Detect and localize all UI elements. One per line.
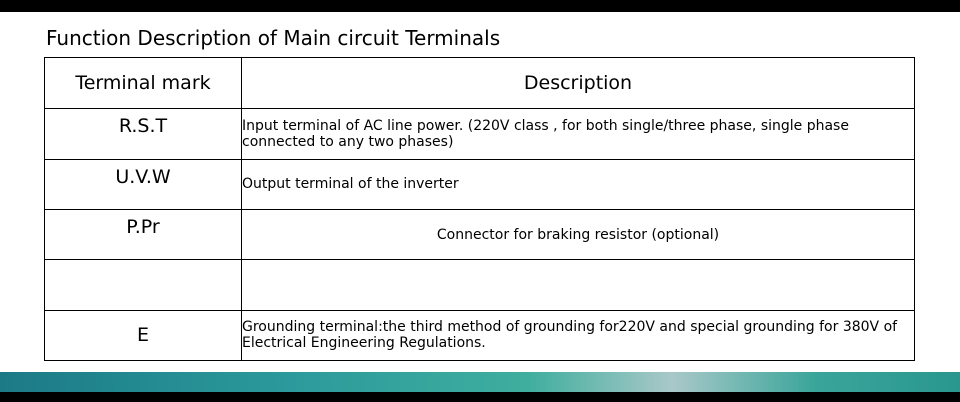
terminal-description-cell: Connector for braking resistor (optional… bbox=[241, 208, 915, 261]
header-description: Description bbox=[241, 56, 915, 110]
table-row bbox=[44, 259, 915, 311]
terminal-description-cell: Output terminal of the inverter bbox=[241, 158, 915, 210]
top-border-bar bbox=[0, 0, 960, 12]
page-title: Function Description of Main circuit Ter… bbox=[46, 26, 501, 50]
terminal-description-cell: Grounding terminal:the third method of g… bbox=[241, 309, 915, 362]
terminal-description-cell bbox=[241, 259, 915, 311]
terminal-mark-cell: E bbox=[44, 309, 242, 362]
terminal-mark-cell: R.S.T bbox=[44, 108, 242, 160]
terminal-description-cell: Input terminal of AC line power. (220V c… bbox=[241, 108, 915, 160]
table-row: P.Pr Connector for braking resistor (opt… bbox=[44, 208, 915, 261]
decorative-teal-band bbox=[0, 372, 960, 392]
table-row: E Grounding terminal:the third method of… bbox=[44, 309, 915, 362]
table-row: U.V.W Output terminal of the inverter bbox=[44, 158, 915, 210]
bottom-border-bar bbox=[0, 392, 960, 402]
terminal-mark-cell bbox=[44, 259, 242, 311]
table-header-row: Terminal mark Description bbox=[44, 56, 915, 110]
terminal-table: Terminal mark Description R.S.T Input te… bbox=[44, 56, 915, 362]
header-terminal-mark: Terminal mark bbox=[44, 56, 242, 110]
table-row: R.S.T Input terminal of AC line power. (… bbox=[44, 108, 915, 160]
terminal-mark-cell: P.Pr bbox=[44, 208, 242, 261]
terminal-mark-cell: U.V.W bbox=[44, 158, 242, 210]
